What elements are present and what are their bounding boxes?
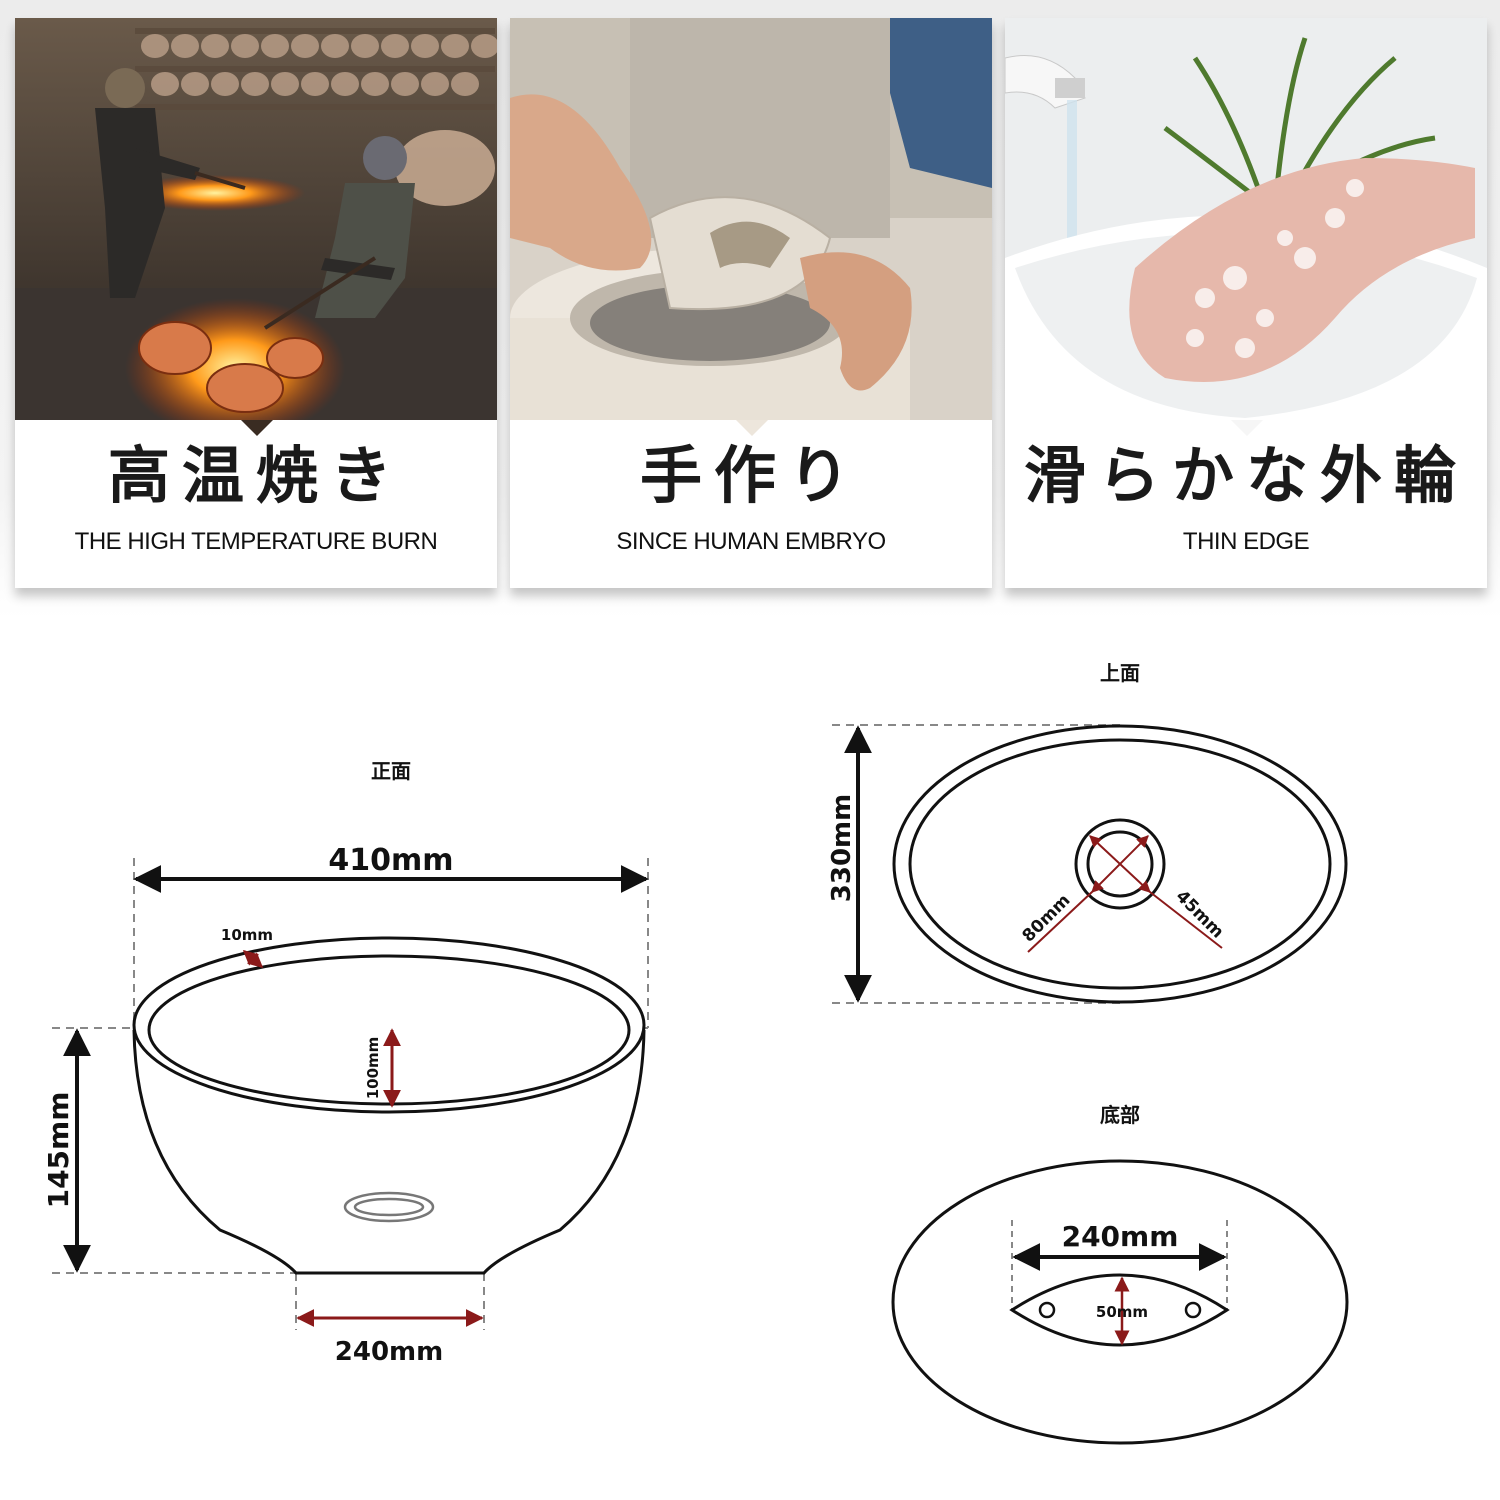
basin-outer-rim	[892, 724, 1348, 1004]
drain-outer-label: 80mm	[1019, 891, 1075, 947]
hand-shaping-clay-photo	[510, 18, 992, 420]
feature-title: 手作り	[639, 439, 862, 512]
drain-outer	[1074, 818, 1166, 910]
feature-card-handmade: 手作り SINCE HUMAN EMBRYO	[510, 18, 992, 588]
feature-subtitle: SINCE HUMAN EMBRYO	[616, 528, 886, 555]
rim-dimension-line	[242, 950, 264, 968]
kiln-firing-workers-photo	[15, 18, 497, 420]
bottom-height-label: 50mm	[1096, 1303, 1148, 1321]
feature-title: 滑らかな外輪	[1023, 439, 1468, 512]
bottom-outline	[891, 1159, 1349, 1445]
bottom-view: 底部 240mm 50mm	[891, 1103, 1349, 1445]
top-view: 上面 80mm 45mm 330mm	[827, 661, 1348, 1004]
bowl-rim-outer	[132, 936, 646, 1114]
feature-title: 高温焼き	[107, 439, 404, 512]
basin-inner-rim	[908, 738, 1332, 990]
bottom-view-title: 底部	[1100, 1103, 1140, 1127]
front-view-title: 正面	[371, 759, 411, 783]
drain-inner	[1086, 830, 1154, 898]
mounting-hole-left	[1038, 1301, 1056, 1319]
feature-subtitle: THE HIGH TEMPERATURE BURN	[74, 528, 438, 555]
photo-pointer	[736, 420, 768, 436]
top-view-title: 上面	[1100, 661, 1140, 685]
feature-subtitle: THIN EDGE	[1182, 528, 1310, 555]
overflow-hole	[343, 1191, 435, 1223]
rim-label: 10mm	[221, 926, 273, 944]
width-label: 410mm	[328, 843, 453, 878]
feature-card-high-temperature: 高温焼き THE HIGH TEMPERATURE BURN	[15, 18, 497, 588]
hand-washing-basin-photo	[1005, 18, 1487, 420]
bowl-body	[132, 1029, 646, 1275]
feature-card-smooth-rim: 滑らかな外輪 THIN EDGE	[1005, 18, 1487, 588]
front-view: 正面 410mm 10mm 100mm 145mm 240m	[42, 759, 649, 1367]
height-label: 145mm	[42, 1092, 75, 1209]
mounting-hole-right	[1184, 1301, 1202, 1319]
base-foot-shape	[1009, 1273, 1230, 1347]
base-label: 240mm	[335, 1337, 443, 1367]
photo-pointer	[1231, 420, 1263, 436]
top-depth-label: 330mm	[827, 794, 857, 902]
depth-label: 100mm	[364, 1037, 382, 1100]
bottom-width-label: 240mm	[1062, 1220, 1179, 1253]
photo-pointer	[241, 420, 273, 436]
